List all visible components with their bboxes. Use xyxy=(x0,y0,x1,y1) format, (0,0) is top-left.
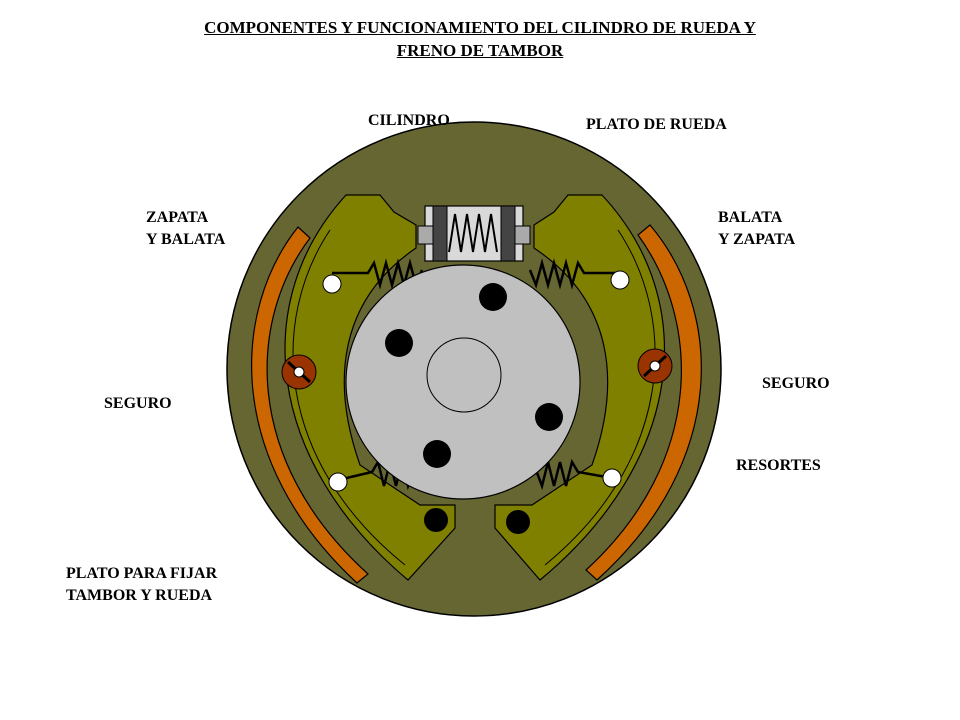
title-line-1: COMPONENTES Y FUNCIONAMIENTO DEL CILINDR… xyxy=(204,18,756,37)
hub-center xyxy=(426,337,502,413)
upper-right-pin xyxy=(610,270,630,290)
wheel-cylinder xyxy=(417,205,531,262)
lower-left-pin xyxy=(328,472,348,492)
label-cilindro: CILINDRO xyxy=(368,112,450,129)
right-seguro xyxy=(637,348,673,384)
lower-right-pin xyxy=(602,468,622,488)
anchor-bolt-right xyxy=(506,510,530,534)
label-plato-de-rueda: PLATO DE RUEDA xyxy=(586,116,727,133)
diagram-title: COMPONENTES Y FUNCIONAMIENTO DEL CILINDR… xyxy=(0,16,960,62)
label-plato-line-2: TAMBOR Y RUEDA xyxy=(66,587,213,604)
right-shoe-lining xyxy=(585,224,702,581)
right-shoe-inner-rim xyxy=(544,229,656,566)
label-balata-line-1: BALATA xyxy=(718,209,783,226)
label-resortes: RESORTES xyxy=(736,457,821,474)
wheel-bolt-1 xyxy=(479,283,507,311)
right-shoe-web xyxy=(494,194,665,581)
wheel-bolt-3 xyxy=(535,403,563,431)
right-brake-shoe xyxy=(494,194,702,581)
upper-left-spring xyxy=(332,258,424,290)
right-seguro-pin xyxy=(649,360,661,372)
label-seguro-right: SEGURO xyxy=(762,375,830,392)
left-seguro xyxy=(281,354,317,390)
label-zapata-line-1: ZAPATA xyxy=(146,209,209,226)
cylinder-right-piston xyxy=(500,205,516,262)
label-zapata-line-2: Y BALATA xyxy=(146,231,226,248)
cylinder-spring xyxy=(448,213,498,253)
cylinder-right-boot xyxy=(514,225,531,245)
wheel-bolt-2 xyxy=(385,329,413,357)
upper-return-springs xyxy=(332,258,620,290)
upper-right-spring xyxy=(528,258,620,290)
left-seguro-pin xyxy=(293,366,305,378)
label-zapata-y-balata: ZAPATA Y BALATA xyxy=(146,207,225,251)
lower-right-spring xyxy=(534,458,613,491)
left-shoe-inner-rim xyxy=(292,229,406,566)
label-plato-line-1: PLATO PARA FIJAR xyxy=(66,565,218,582)
label-balata-line-2: Y ZAPATA xyxy=(718,231,796,248)
label-balata-y-zapata: BALATA Y ZAPATA xyxy=(718,207,795,251)
wheel-bolt-4 xyxy=(423,440,451,468)
cylinder-left-boot xyxy=(417,225,434,245)
cylinder-left-piston xyxy=(432,205,448,262)
label-plato-para-fijar: PLATO PARA FIJAR TAMBOR Y RUEDA xyxy=(66,563,217,607)
upper-left-pin xyxy=(322,274,342,294)
left-shoe-lining xyxy=(251,226,369,584)
title-line-2: FRENO DE TAMBOR xyxy=(396,41,564,60)
label-seguro-left: SEGURO xyxy=(104,395,172,412)
anchor-bolt-left xyxy=(424,508,448,532)
